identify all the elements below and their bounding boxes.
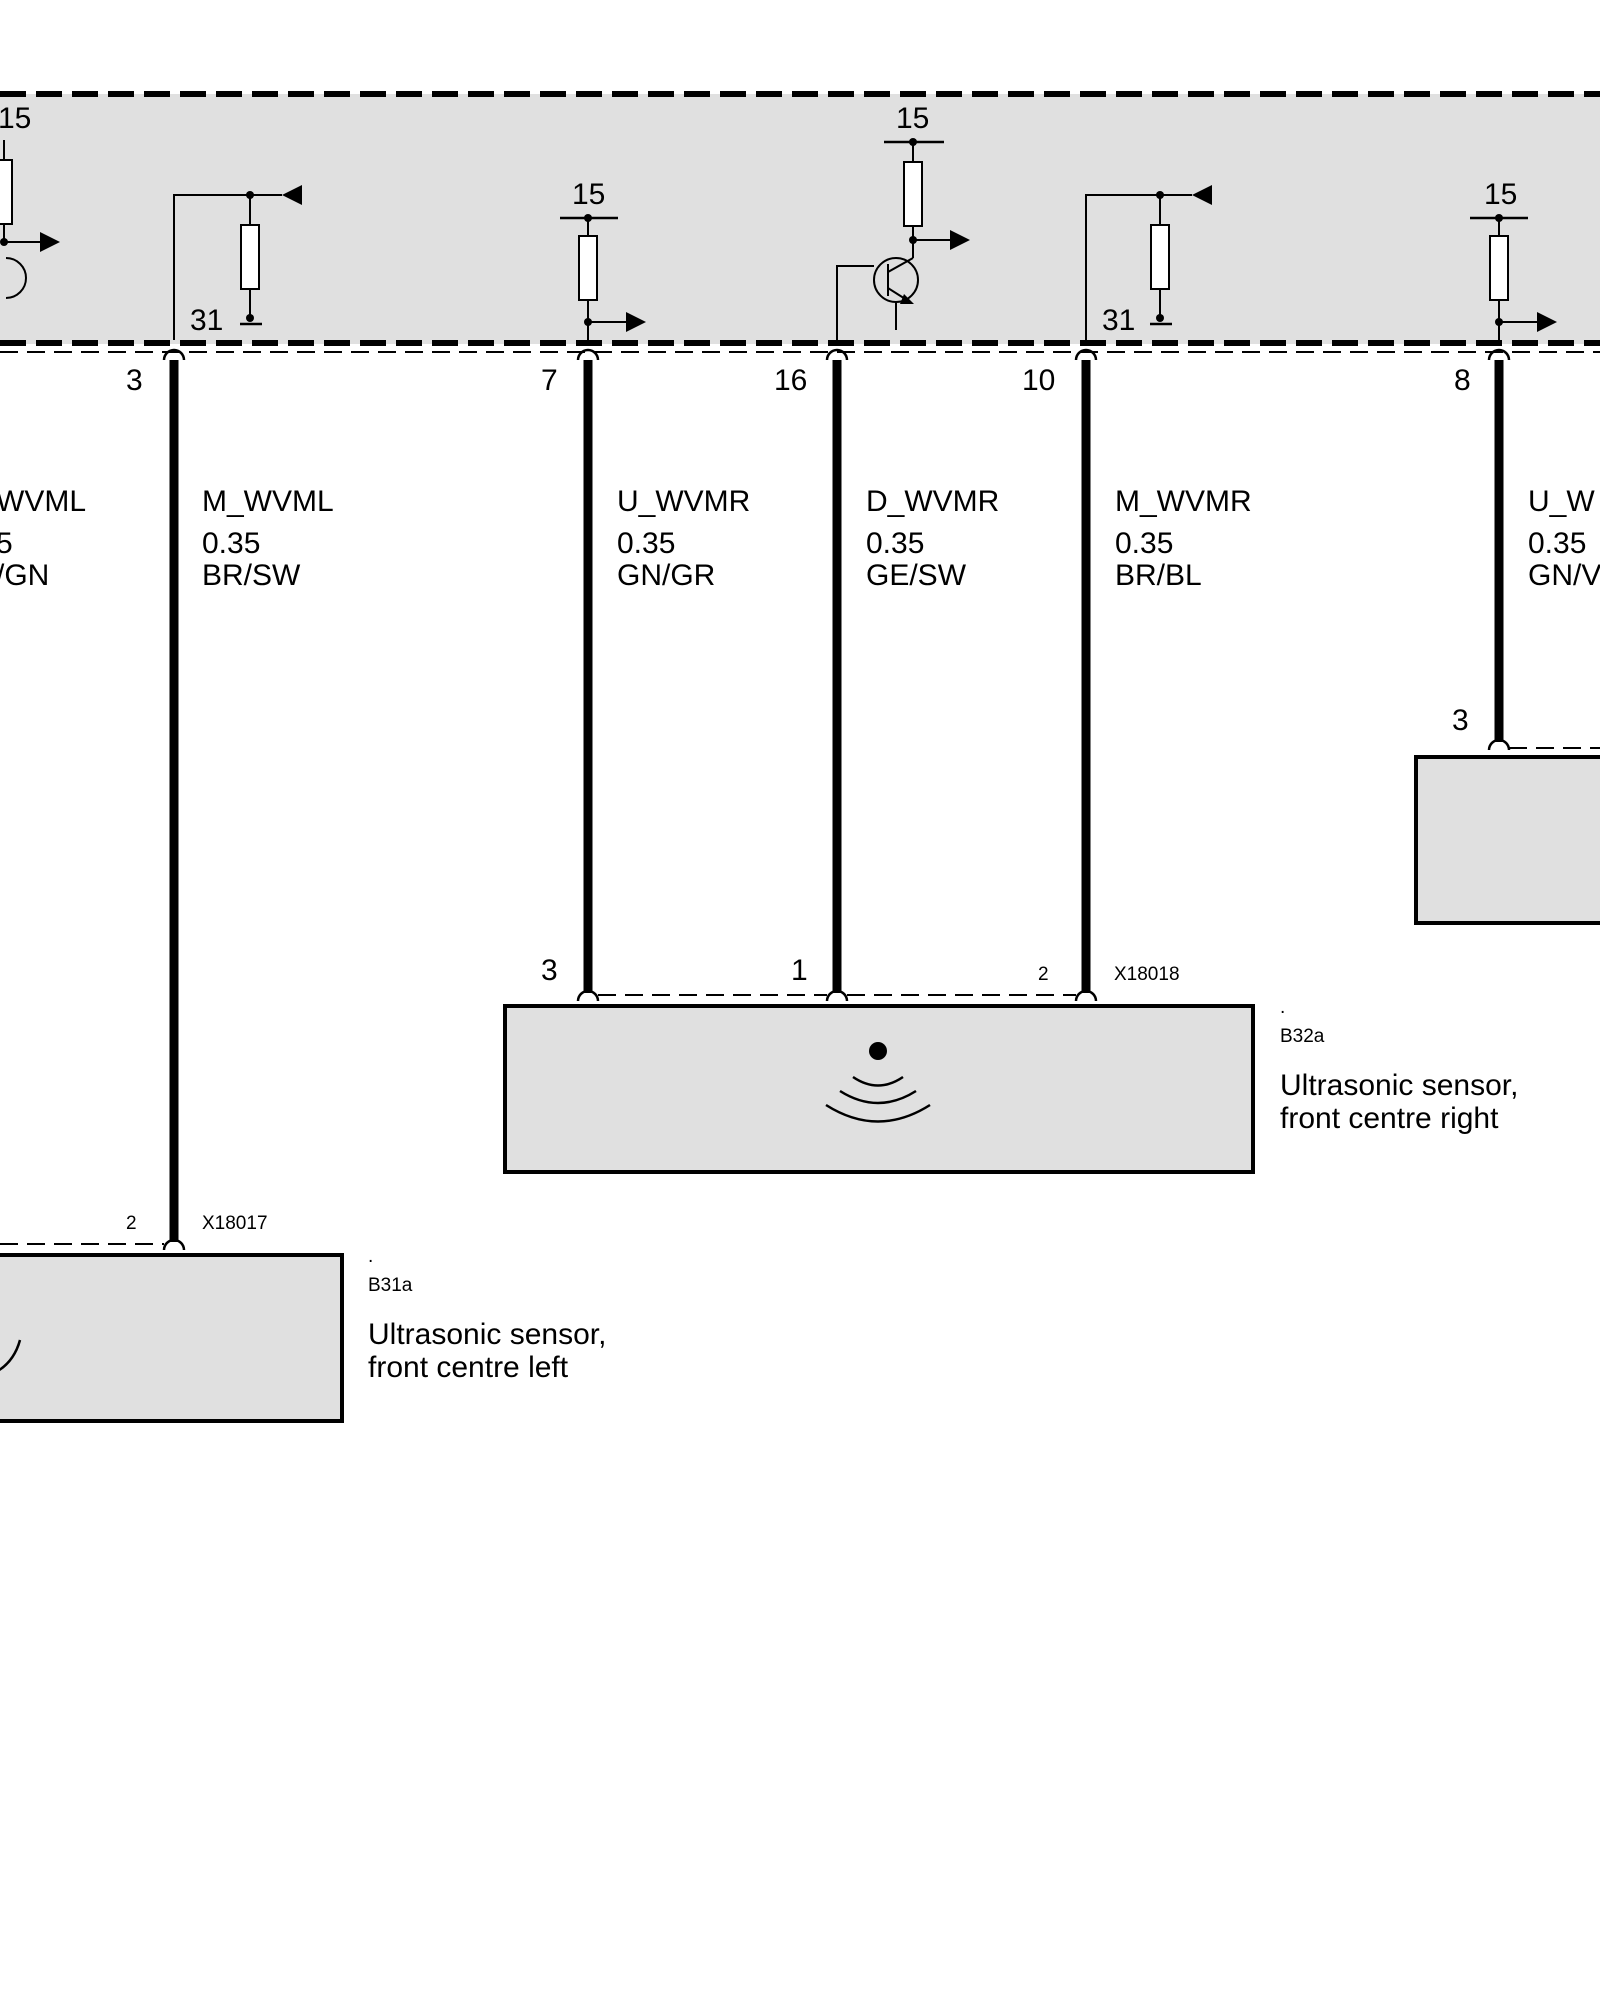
pin-number: 1 <box>791 954 808 987</box>
wire-label-5: U_W 0.35 GN/V <box>1528 485 1600 592</box>
component-dot: . <box>1280 997 1285 1018</box>
svg-text:WVML: WVML <box>0 485 86 518</box>
supply-label: 15 <box>572 178 605 211</box>
svg-text:GN/V: GN/V <box>1528 559 1600 592</box>
svg-text:0.35: 0.35 <box>866 527 924 560</box>
svg-text:5: 5 <box>0 527 13 560</box>
component-dot: . <box>368 1246 373 1267</box>
connector-id: X18018 <box>1114 964 1180 985</box>
component-code: B31a <box>368 1275 413 1296</box>
sensor-front-centre-right: 3 1 2 X18018 . B32a Ultrasonic sensor, f… <box>503 954 1518 1174</box>
ultrasonic-waves-icon <box>825 1075 931 1123</box>
wire-label-0: WVML 5 /GN <box>0 485 86 592</box>
svg-text:BR/SW: BR/SW <box>202 559 301 592</box>
supply-circuit-2 <box>1470 214 1557 340</box>
svg-text:U_WVMR: U_WVMR <box>617 485 750 518</box>
pin-number: 3 <box>126 364 143 397</box>
connector-hooks <box>162 348 1511 361</box>
ground-circuit-2 <box>1085 185 1212 340</box>
ground-circuit-1 <box>173 185 302 340</box>
wire-labels: WVML 5 /GN M_WVML 0.35 BR/SW U_WVMR 0.35… <box>0 485 1600 592</box>
svg-text:GN/GR: GN/GR <box>617 559 715 592</box>
component-description: front centre right <box>1280 1102 1499 1135</box>
pin-number: 3 <box>541 954 558 987</box>
component-description: Ultrasonic sensor, <box>1280 1069 1518 1102</box>
pin-number: 3 <box>1452 704 1469 737</box>
pin-number: 16 <box>774 364 807 397</box>
control-unit-labels: 15 15 15 15 31 31 <box>0 102 1517 337</box>
sensor-far-right: 3 <box>1414 704 1600 925</box>
ground-label: 31 <box>190 304 223 337</box>
component-description: Ultrasonic sensor, <box>368 1318 606 1351</box>
supply-label: 15 <box>0 102 31 135</box>
ultrasonic-waves-icon <box>0 1339 22 1371</box>
svg-text:M_WVMR: M_WVMR <box>1115 485 1252 518</box>
control-unit-pins: 3 7 16 10 8 <box>126 364 1471 397</box>
svg-text:BR/BL: BR/BL <box>1115 559 1202 592</box>
sensor-dot-icon <box>869 1042 887 1060</box>
wire-label-2: U_WVMR 0.35 GN/GR <box>617 485 750 592</box>
supply-circuit-1 <box>560 214 646 340</box>
control-unit <box>0 91 1600 353</box>
component-description: front centre left <box>368 1351 569 1384</box>
wire-label-3: D_WVMR 0.35 GE/SW <box>866 485 999 592</box>
pin-number: 2 <box>1038 964 1049 985</box>
svg-text:M_WVML: M_WVML <box>202 485 334 518</box>
component-code: B32a <box>1280 1026 1325 1047</box>
sensor-front-centre-left: 2 X18017 . B31a Ultrasonic sensor, front… <box>0 1213 606 1423</box>
pin-number: 7 <box>541 364 558 397</box>
pin-number: 8 <box>1454 364 1471 397</box>
connector-id: X18017 <box>202 1213 268 1234</box>
svg-text:0.35: 0.35 <box>1115 527 1173 560</box>
svg-text:0.35: 0.35 <box>202 527 260 560</box>
svg-text:/GN: /GN <box>0 559 49 592</box>
wire-label-4: M_WVMR 0.35 BR/BL <box>1115 485 1252 592</box>
supply-label: 15 <box>896 102 929 135</box>
svg-text:0.35: 0.35 <box>617 527 675 560</box>
svg-text:D_WVMR: D_WVMR <box>866 485 999 518</box>
supply-label: 15 <box>1484 178 1517 211</box>
svg-text:GE/SW: GE/SW <box>866 559 967 592</box>
input-circuit-left-partial <box>0 140 60 299</box>
transistor-circuit <box>836 138 970 340</box>
svg-text:0.35: 0.35 <box>1528 527 1586 560</box>
pin-number: 2 <box>126 1213 137 1234</box>
svg-text:U_W: U_W <box>1528 485 1595 518</box>
ground-label: 31 <box>1102 304 1135 337</box>
wires <box>169 360 1504 1242</box>
wire-label-1: M_WVML 0.35 BR/SW <box>202 485 334 592</box>
pin-number: 10 <box>1022 364 1055 397</box>
